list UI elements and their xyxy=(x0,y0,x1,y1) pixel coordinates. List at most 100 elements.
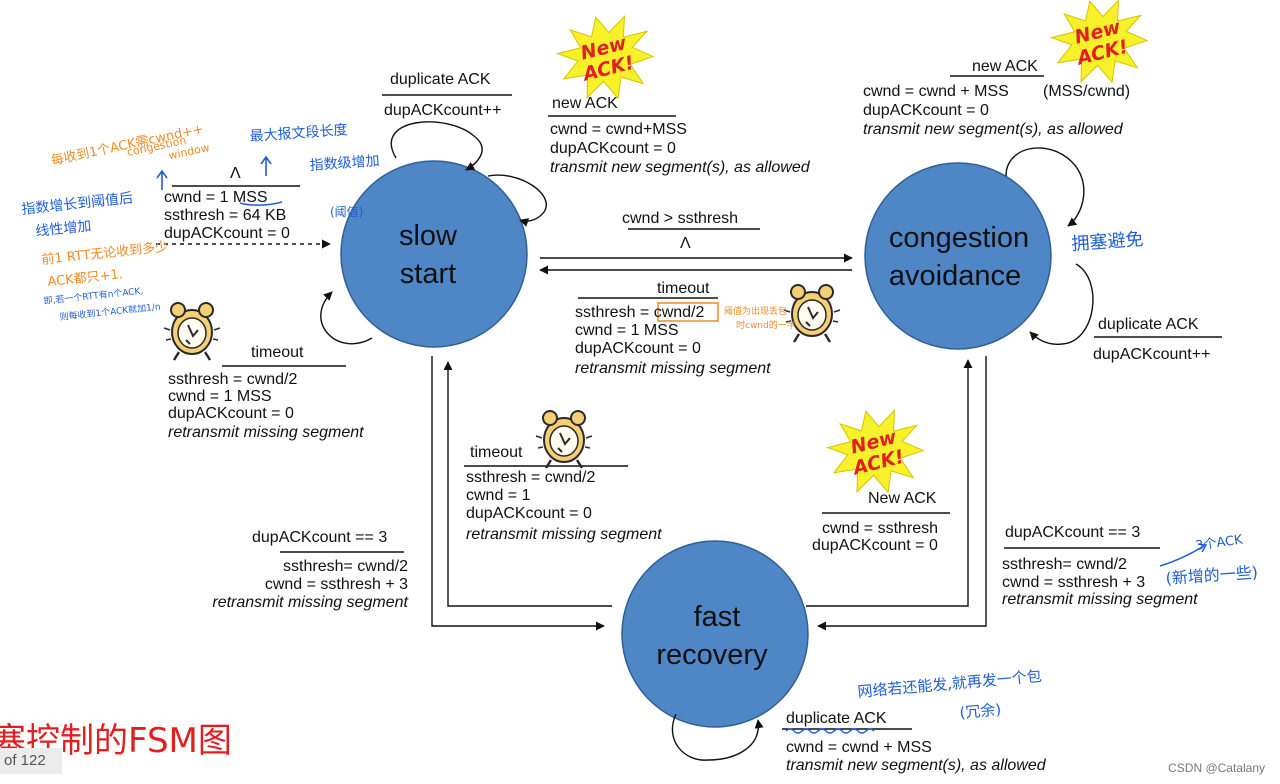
label-ca-to-ss: timeout ssthresh = cwnd/2 cwnd = 1 MSS d… xyxy=(575,280,771,377)
action-fr-dup-1: cwnd = cwnd + MSS xyxy=(786,739,932,756)
arrow-ca-self-dup xyxy=(1029,263,1094,346)
action-fr-to-ss-4: retransmit missing segment xyxy=(466,526,662,543)
label-ss-to-fr: dupACKcount == 3 ssthresh= cwnd/2 cwnd =… xyxy=(212,529,408,611)
note-arrow-up-2 xyxy=(260,155,272,176)
note-exp-growth: 指数级增加 xyxy=(309,153,380,174)
event-fr-dup: duplicate ACK xyxy=(786,710,887,727)
action-ss-dup: dupACKcount++ xyxy=(384,102,501,119)
label-ss-self-timeout: timeout ssthresh = cwnd/2 cwnd = 1 MSS d… xyxy=(168,344,364,441)
note-rtt-2: ACK都只+1. xyxy=(47,267,124,290)
state-ca-line1: congestion xyxy=(889,222,1029,254)
action-ca-new-1: cwnd = cwnd + MSS xyxy=(863,83,1009,100)
watermark: CSDN @Catalany xyxy=(1168,761,1265,775)
note-new-added: (新增的一些) xyxy=(1165,563,1259,588)
action-fr-dup-2: transmit new segment(s), as allowed xyxy=(786,757,1047,774)
arrow-fr-to-ss xyxy=(443,361,612,607)
action-ca-new-2: dupACKcount = 0 xyxy=(863,102,989,119)
note-rtt-1: 前1 RTT无论收到多少 xyxy=(41,239,169,268)
label-fr-self-dup: duplicate ACK cwnd = cwnd + MSS transmit… xyxy=(786,710,1047,774)
action-ca-dup: dupACKcount++ xyxy=(1093,346,1210,363)
note-arrow-3ack xyxy=(1159,543,1208,567)
state-congestion-avoidance: congestion avoidance xyxy=(864,162,1052,350)
event-ca-dup: duplicate ACK xyxy=(1098,316,1199,333)
event-ca-new: new ACK xyxy=(972,58,1038,75)
action-fr-to-ss-3: dupACKcount = 0 xyxy=(466,505,592,522)
state-slow-start-line1: slow xyxy=(399,220,458,252)
underline-mss xyxy=(239,201,283,206)
action-ss-timeout-4: retransmit missing segment xyxy=(168,424,364,441)
action-ss-to-ca: Λ xyxy=(680,235,691,252)
action-ss-to-fr-2: cwnd = ssthresh + 3 xyxy=(265,576,408,593)
event-ss-to-ca: cwnd > ssthresh xyxy=(622,210,738,227)
state-slow-start: slow start xyxy=(340,160,528,348)
action-ss-to-fr-3: retransmit missing segment xyxy=(212,594,408,611)
action-ca-to-ss-3: dupACKcount = 0 xyxy=(575,340,701,357)
action-ca-to-fr-1: ssthresh= cwnd/2 xyxy=(1002,556,1127,573)
action-ss-timeout-3: dupACKcount = 0 xyxy=(168,405,294,422)
action-fr-to-ca-1: cwnd = ssthresh xyxy=(822,520,938,537)
note-still-send-1: 网络若还能发,就再发一个包 xyxy=(857,667,1043,701)
label-ca-to-fr: dupACKcount == 3 ssthresh= cwnd/2 cwnd =… xyxy=(1002,524,1198,608)
arrow-ss-self-dup xyxy=(390,121,483,171)
label-ca-self-dup: duplicate ACK dupACKcount++ xyxy=(1093,316,1210,363)
note-arrow-up xyxy=(156,169,168,190)
state-slow-start-line2: start xyxy=(400,258,456,290)
label-ss-self-dup: duplicate ACK dupACKcount++ xyxy=(384,71,501,119)
alarm-clock-icon xyxy=(782,283,842,344)
label-ca-self-new: new ACK cwnd = cwnd + MSS (MSS/cwnd) dup… xyxy=(863,58,1130,138)
action-initial-3: dupACKcount = 0 xyxy=(164,225,290,242)
note-ca: 拥塞避免 xyxy=(1071,229,1144,255)
action-fr-to-ca-2: dupACKcount = 0 xyxy=(812,537,938,554)
action-ss-timeout-1: ssthresh = cwnd/2 xyxy=(168,371,298,388)
action-ss-timeout-2: cwnd = 1 MSS xyxy=(168,388,272,405)
state-fast-recovery: fast recovery xyxy=(621,540,809,728)
action-ca-new-3: transmit new segment(s), as allowed xyxy=(863,121,1124,138)
page-counter: of 122 xyxy=(0,748,62,774)
action-fr-to-ss-2: cwnd = 1 xyxy=(466,487,531,504)
action-ss-new-1: cwnd = cwnd+MSS xyxy=(550,121,687,138)
action-ca-to-ss-1: ssthresh = cwnd/2 xyxy=(575,304,705,321)
label-initial: Λ cwnd = 1 MSS ssthresh = 64 KB dupACKco… xyxy=(164,165,290,242)
event-ca-to-ss: timeout xyxy=(657,280,710,297)
event-ss-new: new ACK xyxy=(552,95,618,112)
note-linear-2: 线性增加 xyxy=(35,218,92,240)
action-ss-new-3: transmit new segment(s), as allowed xyxy=(550,159,811,176)
badge-new-ack-1: New ACK! xyxy=(550,5,662,111)
arrow-ss-self-timeout xyxy=(320,291,373,345)
note-three-ack: 3个ACK xyxy=(1194,532,1244,554)
action-ss-new-2: dupACKcount = 0 xyxy=(550,140,676,157)
note-timeout-2: 时cwnd的一半 xyxy=(736,319,796,331)
action-ca-new-extra: (MSS/cwnd) xyxy=(1043,83,1130,100)
action-initial-1: cwnd = 1 MSS xyxy=(164,189,268,206)
action-ca-to-fr-3: retransmit missing segment xyxy=(1002,591,1198,608)
state-fr-line1: fast xyxy=(694,601,741,633)
arrow-fr-self-dup xyxy=(671,713,764,761)
highlight-box xyxy=(657,302,719,322)
note-threshold: (阈值) xyxy=(330,204,363,219)
action-fr-to-ss-1: ssthresh = cwnd/2 xyxy=(466,469,596,486)
event-ss-to-fr: dupACKcount == 3 xyxy=(252,529,387,546)
event-fr-to-ss: timeout xyxy=(470,444,523,461)
action-ca-to-fr-2: cwnd = ssthresh + 3 xyxy=(1002,574,1145,591)
state-fr-line2: recovery xyxy=(656,639,768,671)
arrow-ss-to-fr xyxy=(431,356,605,631)
label-ss-self-new: new ACK cwnd = cwnd+MSS dupACKcount = 0 … xyxy=(550,95,811,176)
action-ca-to-ss-4: retransmit missing segment xyxy=(575,360,771,377)
state-ca-line2: avoidance xyxy=(889,260,1021,292)
arrow-ss-self-new xyxy=(487,174,547,227)
action-initial-2: ssthresh = 64 KB xyxy=(164,207,286,224)
event-fr-to-ca: New ACK xyxy=(868,490,937,507)
badge-new-ack-2: New ACK! xyxy=(1044,0,1156,95)
note-still-send-2: (冗余) xyxy=(959,700,1002,722)
event-ss-timeout: timeout xyxy=(251,344,304,361)
label-ss-to-ca: cwnd > ssthresh Λ xyxy=(622,210,738,252)
note-linear-1: 指数增长到阈值后 xyxy=(21,190,134,218)
arrow-ca-self-new xyxy=(1005,147,1085,227)
note-max-seg: 最大报文段长度 xyxy=(249,122,348,145)
badge-new-ack-3: New ACK! xyxy=(820,399,932,505)
label-fr-to-ss: timeout ssthresh = cwnd/2 cwnd = 1 dupAC… xyxy=(466,444,662,543)
action-ca-to-ss-2: cwnd = 1 MSS xyxy=(575,322,679,339)
event-ss-dup: duplicate ACK xyxy=(390,71,491,88)
underline-dup-ack xyxy=(785,728,875,734)
